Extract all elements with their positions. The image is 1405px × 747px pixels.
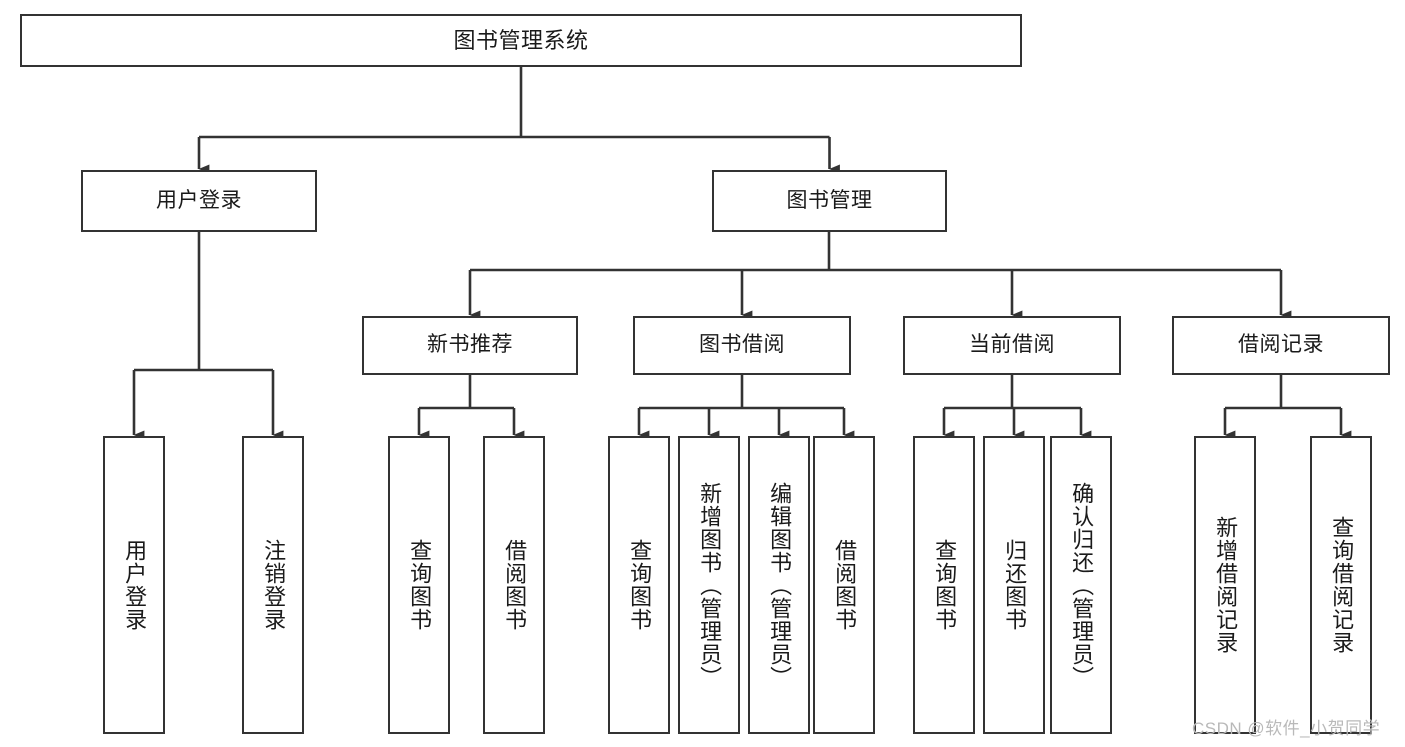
node-label: 新增图书（管理员） [697, 481, 723, 689]
node-label: 新增借阅记录 [1213, 516, 1239, 654]
node-l2b[interactable]: 图书借阅 [633, 316, 851, 375]
node-label: 注销登录 [261, 539, 287, 631]
node-label: 用户登录 [156, 188, 242, 212]
node-l1a[interactable]: 用户登录 [81, 170, 317, 232]
node-leaf11[interactable]: 确认归还（管理员） [1050, 436, 1112, 734]
node-label: 图书管理系统 [453, 27, 589, 53]
node-leaf2[interactable]: 注销登录 [242, 436, 304, 734]
node-label: 查询图书 [627, 539, 653, 631]
node-l2c[interactable]: 当前借阅 [903, 316, 1121, 375]
node-label: 确认归还（管理员） [1069, 481, 1095, 689]
node-leaf3[interactable]: 查询图书 [388, 436, 450, 734]
node-leaf7[interactable]: 编辑图书（管理员） [748, 436, 810, 734]
node-l2a[interactable]: 新书推荐 [362, 316, 578, 375]
node-label: 查询图书 [932, 539, 958, 631]
node-label: 编辑图书（管理员） [767, 481, 793, 689]
node-label: 用户登录 [122, 539, 148, 631]
node-leaf1[interactable]: 用户登录 [103, 436, 165, 734]
node-label: 借阅记录 [1238, 333, 1324, 357]
node-label: 当前借阅 [969, 333, 1055, 357]
node-leaf8[interactable]: 借阅图书 [813, 436, 875, 734]
csdn-watermark: CSDN @软件_小贺同学 [1192, 719, 1381, 738]
node-label: 查询借阅记录 [1329, 516, 1355, 654]
node-leaf10[interactable]: 归还图书 [983, 436, 1045, 734]
node-leaf12[interactable]: 新增借阅记录 [1194, 436, 1256, 734]
node-l1b[interactable]: 图书管理 [712, 170, 947, 232]
node-label: 查询图书 [407, 539, 433, 631]
node-label: 归还图书 [1002, 539, 1028, 631]
node-leaf4[interactable]: 借阅图书 [483, 436, 545, 734]
node-root[interactable]: 图书管理系统 [20, 14, 1022, 67]
node-leaf5[interactable]: 查询图书 [608, 436, 670, 734]
node-label: 图书借阅 [699, 333, 785, 357]
node-label: 借阅图书 [502, 539, 528, 631]
node-l2d[interactable]: 借阅记录 [1172, 316, 1390, 375]
node-label: 借阅图书 [832, 539, 858, 631]
node-leaf9[interactable]: 查询图书 [913, 436, 975, 734]
node-label: 图书管理 [786, 188, 873, 212]
node-leaf6[interactable]: 新增图书（管理员） [678, 436, 740, 734]
node-label: 新书推荐 [427, 333, 513, 357]
node-leaf13[interactable]: 查询借阅记录 [1310, 436, 1372, 734]
